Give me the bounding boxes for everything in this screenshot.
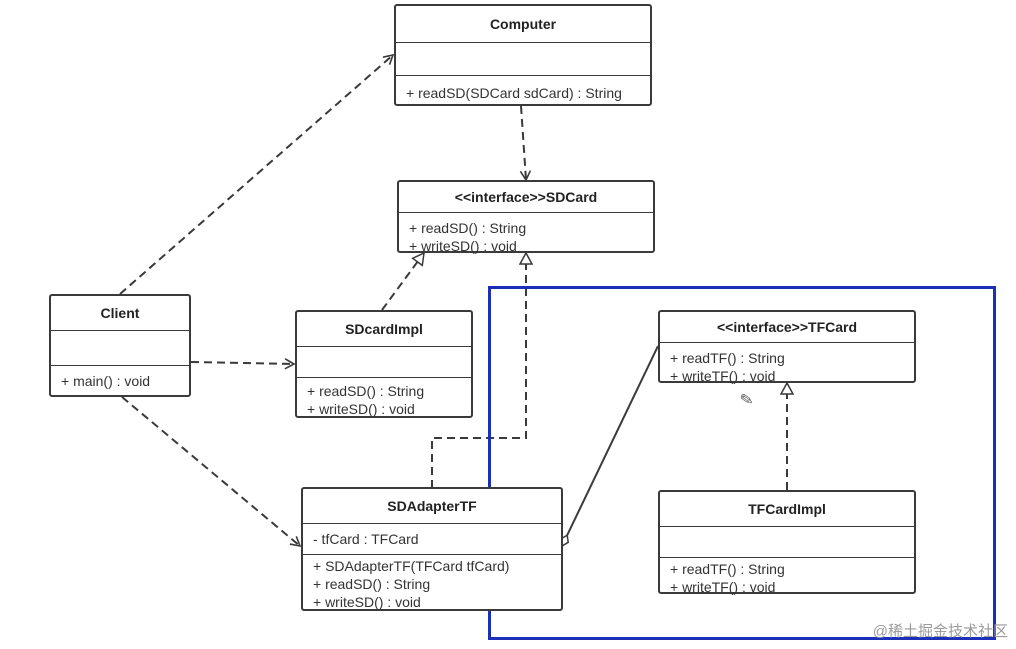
interface-sdcard[interactable]: <<interface>>SDCard + readSD() : String … bbox=[397, 180, 655, 254]
class-operations: + main() : void bbox=[51, 366, 189, 392]
class-operations: + readSD(SDCard sdCard) : String bbox=[396, 76, 650, 104]
class-computer[interactable]: Computer + readSD(SDCard sdCard) : Strin… bbox=[394, 4, 652, 106]
operation: + writeTF() : void bbox=[670, 368, 776, 384]
class-title: <<interface>>SDCard bbox=[399, 182, 653, 213]
class-title: Computer bbox=[396, 6, 650, 43]
class-operations: + readSD() : String + writeSD() : void bbox=[399, 213, 653, 257]
operation: + readSD() : String bbox=[307, 383, 425, 399]
class-sdadaptertf[interactable]: SDAdapterTF - tfCard : TFCard + SDAdapte… bbox=[301, 487, 563, 611]
highlight-frame bbox=[488, 286, 996, 640]
class-operations: + SDAdapterTF(TFCard tfCard) + readSD() … bbox=[303, 555, 561, 613]
operation: + writeSD() : void bbox=[313, 594, 421, 610]
edge-computer-sdcard bbox=[519, 105, 532, 182]
class-title: <<interface>>TFCard bbox=[660, 312, 914, 343]
operation: + writeTF() : void bbox=[670, 579, 776, 595]
edge-sdadaptertf-tfcard bbox=[562, 345, 659, 546]
operation: + readSD() : String bbox=[409, 220, 527, 236]
class-operations: + readTF() : String + writeTF() : void bbox=[660, 558, 914, 598]
operation: + writeSD() : void bbox=[307, 401, 415, 417]
edge-sdcardimpl-sdcard bbox=[381, 253, 424, 311]
class-attributes bbox=[51, 331, 189, 366]
class-title: Client bbox=[51, 296, 189, 331]
attribute: - tfCard : TFCard bbox=[313, 531, 419, 547]
class-operations: + readSD() : String + writeSD() : void bbox=[297, 378, 471, 420]
edge-client-sdadaptertf bbox=[121, 396, 302, 548]
class-attributes bbox=[396, 43, 650, 76]
operation: + readTF() : String bbox=[670, 350, 785, 366]
class-tfcardimpl[interactable]: TFCardImpl + readTF() : String + writeTF… bbox=[658, 490, 916, 595]
watermark: @稀土掘金技术社区 bbox=[872, 623, 1008, 640]
class-attributes: - tfCard : TFCard bbox=[303, 524, 561, 555]
class-title: TFCardImpl bbox=[660, 492, 914, 527]
operation: + main() : void bbox=[61, 373, 151, 389]
edge-client-computer bbox=[119, 53, 395, 295]
operation: + readSD() : String bbox=[313, 576, 431, 592]
interface-tfcard[interactable]: <<interface>>TFCard + readTF() : String … bbox=[658, 310, 916, 384]
class-client[interactable]: Client + main() : void bbox=[49, 294, 191, 397]
operation: + SDAdapterTF(TFCard tfCard) bbox=[313, 558, 510, 574]
operation: + readSD(SDCard sdCard) : String bbox=[406, 85, 622, 101]
operation: + readTF() : String bbox=[670, 561, 785, 577]
class-attributes bbox=[297, 347, 471, 378]
class-title: SDAdapterTF bbox=[303, 489, 561, 524]
class-sdcardimpl[interactable]: SDcardImpl + readSD() : String + writeSD… bbox=[295, 310, 473, 418]
edge-sdadaptertf-sdcard bbox=[431, 253, 526, 488]
class-operations: + readTF() : String + writeTF() : void bbox=[660, 343, 914, 387]
edge-client-sdcardimpl bbox=[190, 358, 296, 370]
class-title: SDcardImpl bbox=[297, 312, 471, 347]
operation: + writeSD() : void bbox=[409, 238, 517, 254]
class-attributes bbox=[660, 527, 914, 558]
